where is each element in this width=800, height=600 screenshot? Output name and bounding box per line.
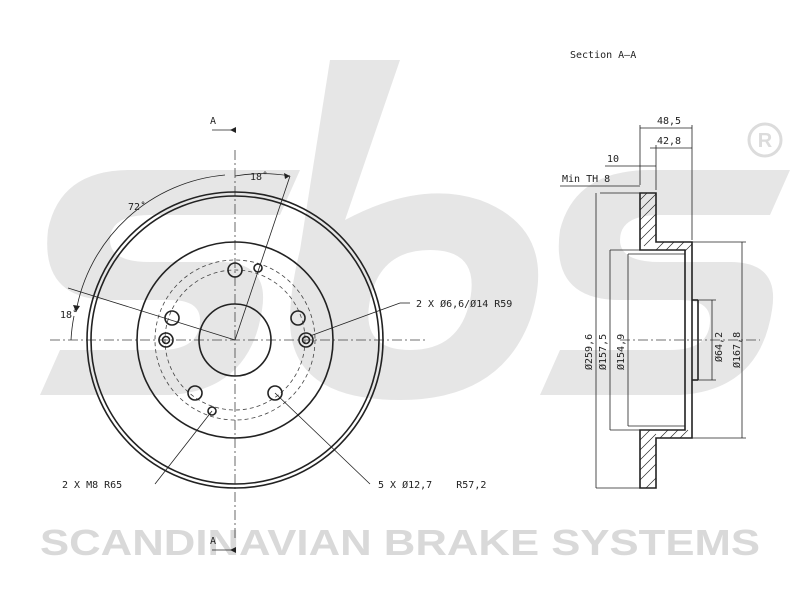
bolt-hole-3 — [267, 385, 283, 401]
disc-outer-edge — [86, 191, 384, 489]
angle-arc-left — [70, 315, 75, 341]
counterbore-hole-left — [158, 332, 174, 348]
dim-label-min-thickness: Min TH 8 — [562, 174, 610, 185]
bolt-hole-1 — [227, 262, 243, 278]
dia-label-154-9: Ø154,9 — [615, 334, 627, 370]
section-arrow-bottom: A — [210, 536, 236, 553]
svg-text:A: A — [210, 536, 216, 547]
section-hatching-bottom — [639, 429, 689, 489]
dia-label-167-8: Ø167,8 — [731, 332, 743, 368]
angle-label-left: 18˚ — [60, 309, 78, 321]
hat-inner-diameter-hidden — [154, 259, 316, 421]
svg-text:A: A — [210, 116, 216, 127]
angle-label-72: 72˚ — [128, 201, 146, 213]
bolt-circle-line — [164, 269, 306, 411]
dim-label-48-5: 48,5 — [657, 116, 681, 127]
sbs-watermark-logo — [40, 60, 790, 400]
bolt-hole-2 — [290, 310, 306, 326]
registered-mark-letter: R — [758, 130, 773, 152]
dia-label-64-2: Ø64,2 — [713, 332, 725, 362]
section-profile-outline — [639, 192, 693, 489]
brand-watermark-text: SCANDINAVIAN BRAKE SYSTEMS — [40, 522, 760, 563]
hat-outer-diameter — [136, 241, 334, 439]
callout-threaded-holes: 2 X M8 R65 — [62, 480, 122, 491]
leader-bolt — [274, 392, 371, 485]
section-hatching-top — [639, 192, 693, 252]
dim-label-10: 10 — [607, 154, 619, 165]
front-view: A A — [50, 116, 512, 553]
dim-label-42-8: 42,8 — [657, 136, 681, 147]
bolt-hole-5 — [164, 310, 180, 326]
threaded-hole-bottom — [207, 406, 217, 416]
counterbore-hole-right — [298, 332, 314, 348]
centre-bore — [198, 303, 272, 377]
leader-threaded — [154, 410, 213, 485]
dia-label-259-6: Ø259,6 — [583, 334, 595, 370]
section-view: Section A–A — [560, 50, 760, 489]
disc-inner-edge — [90, 195, 380, 485]
bolt-hole-4 — [187, 385, 203, 401]
callout-bolt-holes: 5 X Ø12,7 R57,2 — [378, 479, 486, 491]
angle-arc-72 — [75, 174, 226, 313]
section-arrow-top: A — [210, 116, 236, 133]
callout-counterbore-holes: 2 X Ø6,6/Ø14 R59 — [416, 298, 512, 310]
leader-counterbore — [309, 302, 401, 337]
angle-label-top: 18˚ — [250, 171, 268, 183]
section-title: Section A–A — [570, 50, 636, 61]
registered-trademark-icon: R — [747, 122, 783, 158]
dia-label-157-5: Ø157,5 — [597, 334, 609, 370]
